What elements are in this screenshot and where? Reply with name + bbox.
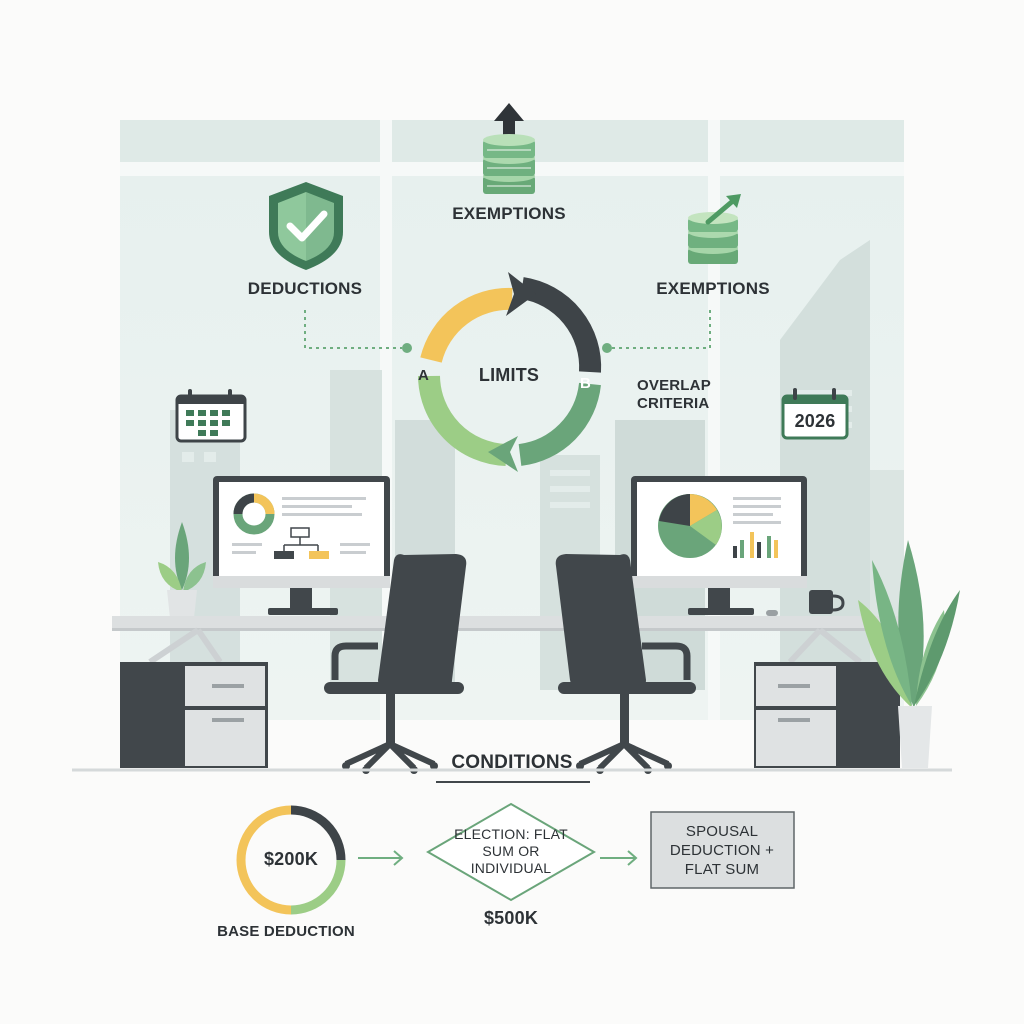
- connector-lines: [304, 310, 711, 349]
- conditions-heading: CONDITIONS: [451, 752, 573, 773]
- connector-dot-right: [602, 343, 612, 353]
- plant-icon: [858, 540, 960, 768]
- office-chair-icon: [324, 554, 467, 774]
- base-amount: $200K: [263, 849, 319, 869]
- mouse: [766, 610, 778, 616]
- limits-label: LIMITS: [478, 365, 540, 385]
- base-caption: BASE DEDUCTION: [217, 923, 355, 940]
- flow-arrows: [358, 850, 638, 866]
- cycle-arrows-icon: [418, 272, 602, 472]
- coin-stack-up-icon: [483, 103, 535, 194]
- exemptions-right-label: EXEMPTIONS: [656, 279, 770, 298]
- calendar-2026-icon: [781, 388, 849, 440]
- monitor-left: [213, 476, 390, 615]
- calendar-year: 2026: [794, 411, 836, 431]
- bar-chart-icon: [733, 532, 778, 558]
- org-chart-icon: [283, 527, 319, 551]
- marker-a: A: [418, 367, 430, 384]
- base-deduction-ring: [236, 805, 346, 915]
- monitor-right: [631, 476, 807, 615]
- desk: [112, 616, 902, 768]
- exemptions-top-label: EXEMPTIONS: [452, 204, 566, 223]
- decision-diamond: [426, 802, 596, 902]
- calendar-icon: [175, 389, 247, 443]
- office-chair-icon: [555, 554, 696, 774]
- deductions-label: DEDUCTIONS: [247, 279, 363, 298]
- donut-chart-icon: [233, 493, 275, 535]
- result-box: [650, 811, 795, 889]
- connector-dot-left: [402, 343, 412, 353]
- marker-b: B: [580, 375, 592, 392]
- decision-text: ELECTION: FLAT SUM OR INDIVIDUAL: [454, 826, 568, 876]
- shield-check-icon: [269, 182, 343, 270]
- decision-amount: $500K: [483, 908, 539, 928]
- coffee-mug-icon: [809, 590, 845, 614]
- pie-chart-icon: [658, 494, 722, 558]
- coin-stack-growth-icon: [688, 194, 741, 264]
- overlap-criteria-label: OVERLAP CRITERIA: [637, 377, 711, 412]
- result-text: SPOUSAL DEDUCTION + FLAT SUM: [669, 823, 775, 878]
- plant-icon: [158, 522, 206, 618]
